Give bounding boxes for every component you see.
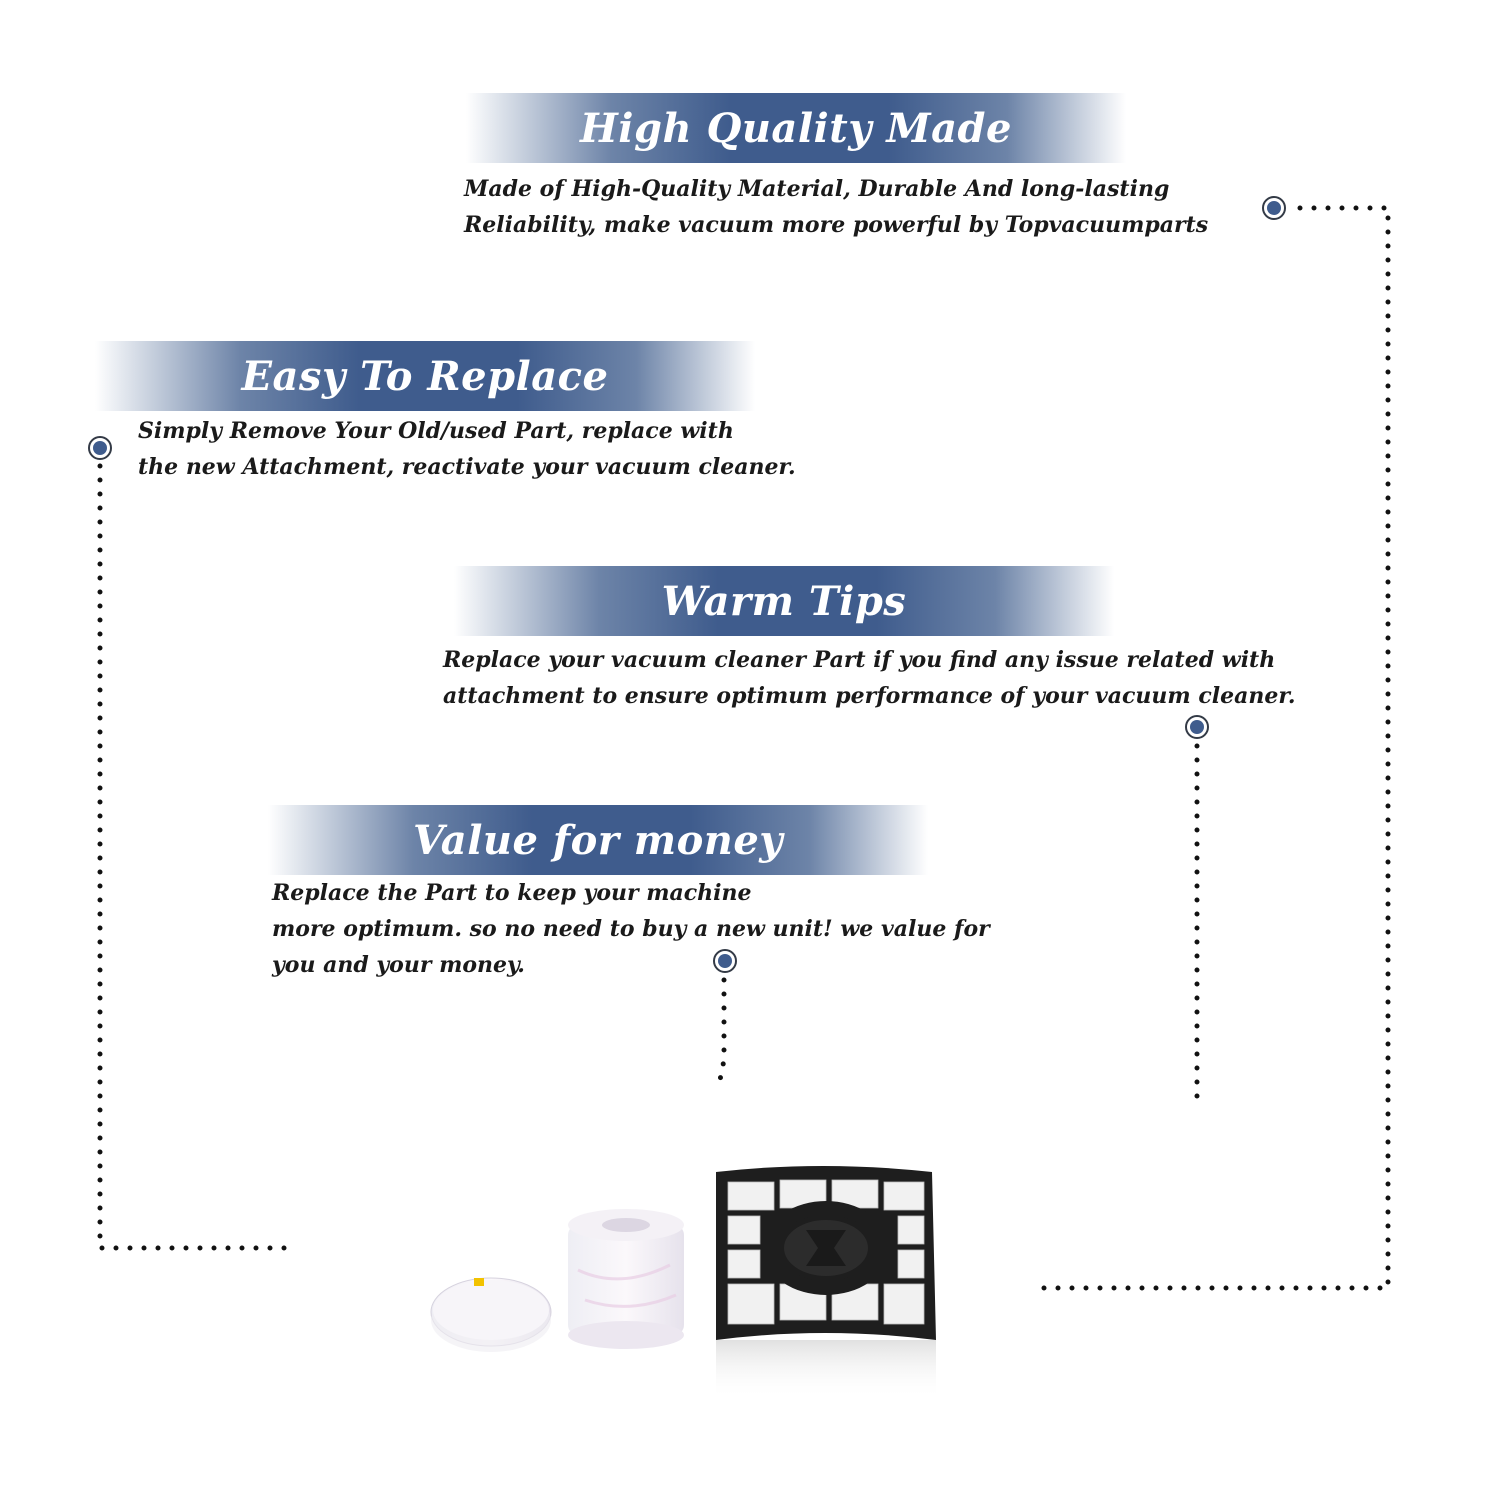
bullet-marker-icon	[1185, 715, 1209, 739]
banner-value-money: Value for money	[268, 805, 928, 875]
hepa-filter	[716, 1166, 936, 1400]
description-line: more optimum. so no need to buy a new un…	[272, 916, 990, 942]
connector-value	[715, 977, 727, 1093]
description-line: Simply Remove Your Old/used Part, replac…	[138, 418, 734, 444]
description-value-money: Replace the Part to keep your machine mo…	[272, 875, 990, 983]
description-high-quality: Made of High-Quality Material, Durable A…	[464, 171, 1208, 243]
section-title: Value for money	[412, 816, 784, 864]
description-line: attachment to ensure optimum performance…	[443, 683, 1296, 709]
bullet-marker-icon	[713, 949, 737, 973]
section-title: Easy To Replace	[241, 352, 609, 400]
banner-high-quality: High Quality Made	[466, 93, 1126, 163]
description-line: the new Attachment, reactivate your vacu…	[138, 454, 796, 480]
bullet-marker-icon	[88, 436, 112, 460]
banner-warm-tips: Warm Tips	[454, 566, 1114, 636]
description-warm-tips: Replace your vacuum cleaner Part if you …	[443, 642, 1296, 714]
description-line: Replace your vacuum cleaner Part if you …	[443, 647, 1276, 673]
section-title: Warm Tips	[661, 577, 907, 625]
description-line: Made of High-Quality Material, Durable A…	[464, 176, 1170, 202]
description-line: you and your money.	[272, 952, 525, 978]
connector-high-quality	[1035, 205, 1391, 1291]
description-line: Reliability, make vacuum more powerful b…	[464, 212, 1209, 238]
foam-disc-filter	[430, 1277, 552, 1352]
product-image	[430, 1166, 936, 1400]
bullet-marker-icon	[1262, 196, 1286, 220]
description-line: Replace the Part to keep your machine	[272, 880, 752, 906]
banner-easy-replace: Easy To Replace	[95, 341, 755, 411]
description-easy-replace: Simply Remove Your Old/used Part, replac…	[138, 413, 796, 485]
foam-cylinder-filter	[568, 1209, 684, 1349]
section-title: High Quality Made	[580, 104, 1012, 152]
